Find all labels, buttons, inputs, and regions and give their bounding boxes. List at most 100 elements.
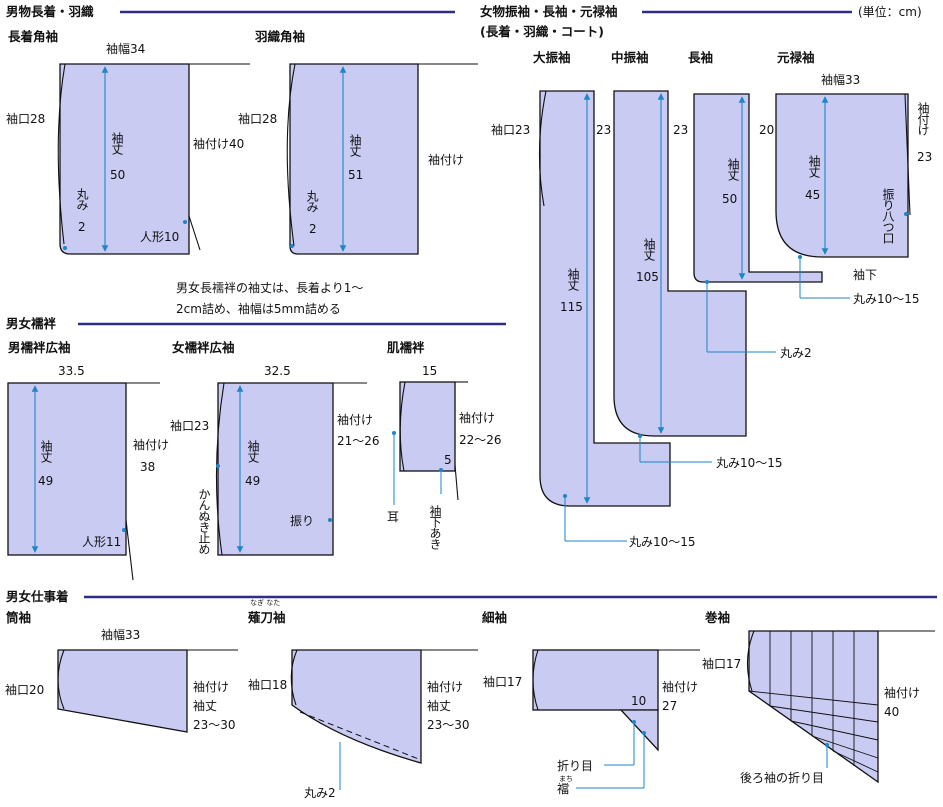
nagagi-length-label: 袖丈: [110, 132, 124, 154]
men-juban-title: 男襦袢広袖: [8, 340, 71, 355]
women-juban-attach: 袖付け: [337, 413, 374, 427]
women-juban-furi: 振り: [290, 514, 315, 528]
tsutsu-attach: 袖付け: [193, 680, 230, 694]
tsutsu-title: 筒袖: [6, 610, 32, 625]
hoso-val10: 10: [631, 694, 647, 708]
women-juban-length: 49: [245, 474, 261, 488]
ofurisode-length: 115: [560, 300, 583, 314]
men-juban-attach-value: 38: [140, 460, 156, 474]
natta-title: 薙刀袖: [248, 610, 286, 625]
haori-attach: 袖付け: [428, 153, 465, 167]
men-juban-width: 33.5: [58, 364, 85, 378]
genroku-length: 45: [805, 188, 821, 202]
chufurisode-cuff: 23: [596, 123, 612, 137]
chufurisode-length: 105: [636, 270, 659, 284]
dimension-arrows: [31, 66, 829, 553]
section-juban-title: 男女襦袢: [6, 316, 57, 331]
genroku-round: 丸み10～15: [853, 292, 920, 306]
hada-juban-sodeshita: 袖下あき: [428, 505, 442, 549]
women-juban-attach-value: 21～26: [337, 434, 380, 448]
chufurisode-title: 中振袖: [611, 50, 649, 65]
genroku-title: 元禄袖: [777, 50, 815, 65]
natta-cuff: 袖口18: [248, 678, 288, 692]
hada-juban-attach-value: 22～26: [459, 433, 502, 447]
hada-juban-attach: 袖付け: [459, 411, 496, 425]
nagagi-round: 2: [78, 220, 86, 234]
maki-cuff: 袖口17: [702, 657, 742, 671]
maki-title: 巻袖: [705, 610, 731, 625]
genroku-attach: 袖付け: [916, 102, 930, 135]
haori-round-label: 丸み: [305, 190, 319, 212]
haori-round: 2: [309, 222, 317, 236]
women-juban-width: 32.5: [264, 364, 291, 378]
maki-attach-value: 40: [884, 705, 900, 719]
ofurisode-title: 大振袖: [533, 50, 571, 65]
women-juban-cuff: 袖口23: [170, 419, 210, 433]
nagasode-shape: [693, 93, 823, 283]
genroku-sodeshita: 袖下: [853, 268, 878, 282]
hoso-cuff: 袖口17: [483, 675, 523, 689]
haori-cuff: 袖口28: [238, 112, 278, 126]
women-juban-title: 女襦袢広袖: [172, 340, 235, 355]
hada-juban-width: 15: [422, 364, 438, 378]
genroku-shape: [775, 93, 909, 258]
natta-round: 丸み2: [304, 786, 336, 800]
hoso-machi-ruby: まち: [559, 775, 573, 783]
nagasode-title: 長袖: [688, 50, 714, 65]
hoso-machi: 襠: [557, 782, 570, 796]
genroku-width: 袖幅33: [821, 73, 861, 87]
leader-lines: [339, 213, 910, 790]
haori-title: 羽織角袖: [255, 29, 306, 44]
natta-shape: [291, 649, 422, 764]
genroku-furi: 振り八つ口: [881, 188, 895, 243]
hada-juban-small: 5: [444, 453, 452, 467]
women-juban-kannuki: かんぬき止め: [197, 488, 211, 554]
men-juban-length-label: 袖丈: [39, 440, 53, 462]
nagagi-title: 長着角袖: [8, 29, 59, 44]
hoso-fold: 折り目: [557, 759, 594, 773]
natta-length-label: 袖丈: [427, 699, 452, 713]
tsutsu-width: 袖幅33: [101, 628, 141, 642]
nagagi-ningyo: 人形10: [140, 230, 180, 244]
maki-shape: [748, 630, 879, 784]
genroku-cuff: 20: [759, 123, 775, 137]
men-juban-shape: [7, 382, 127, 556]
tsutsu-shape: [57, 649, 188, 733]
women-juban-shape: [217, 382, 334, 556]
hoso-attach: 袖付け: [662, 680, 699, 694]
haori-length-label: 袖丈: [348, 134, 362, 156]
haori-length: 51: [348, 168, 364, 182]
note-line1: 男女長襦袢の袖丈は、長着より1～: [176, 281, 364, 295]
hoso-attach-value: 27: [662, 699, 678, 713]
nagagi-attach: 袖付け40: [193, 137, 245, 151]
hoso-title: 細袖: [482, 610, 508, 625]
ofurisode-length-label: 袖丈: [566, 268, 580, 290]
hoso-machi-shape: [619, 709, 659, 752]
ofurisode-round: 丸み10～15: [629, 535, 696, 549]
chufurisode-shape: [613, 90, 747, 437]
women-juban-length-label: 袖丈: [246, 440, 260, 462]
unit-label: (単位：cm): [858, 5, 922, 19]
note-line2: 2cm詰め、袖幅は5mm詰める: [176, 302, 341, 316]
section-womens-subtitle: (長着・羽織・コート): [480, 24, 604, 39]
chufurisode-round: 丸み10～15: [716, 456, 783, 470]
natta-fold-line: [299, 711, 422, 761]
nagasode-round: 丸み2: [780, 346, 812, 360]
nagasode-cuff: 23: [673, 123, 689, 137]
tsutsu-length: 23～30: [193, 718, 236, 732]
nagasode-length-label: 袖丈: [726, 158, 740, 180]
section-womens-title: 女物振袖・長袖・元禄袖: [480, 4, 618, 19]
tsutsu-cuff: 袖口20: [5, 683, 45, 697]
nagagi-length: 50: [110, 168, 126, 182]
ofurisode-cuff: 袖口23: [491, 123, 531, 137]
nagagi-cuff: 袖口28: [6, 112, 46, 126]
haori-sleeve-shape: [289, 63, 419, 255]
hada-juban-shape: [399, 381, 456, 472]
natta-ruby: なぎ なた: [250, 599, 281, 607]
section-rules: [78, 10, 937, 599]
tsutsu-length-label: 袖丈: [193, 699, 218, 713]
ofurisode-shape: [539, 90, 671, 507]
genroku-length-label: 袖丈: [807, 155, 821, 177]
genroku-attach-value: 23: [917, 150, 933, 164]
